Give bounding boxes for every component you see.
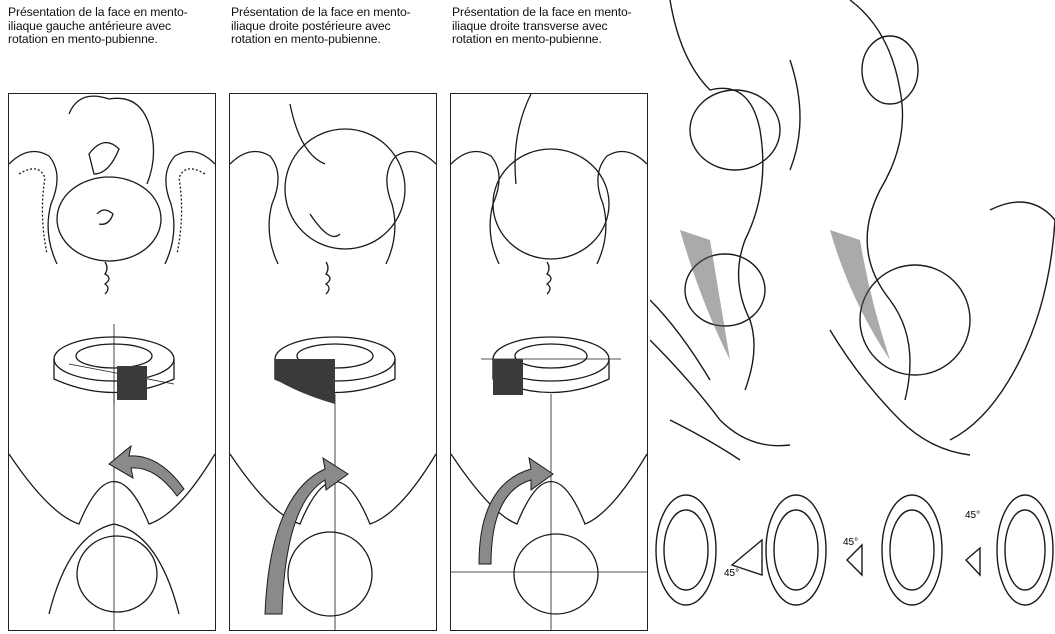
- rotation-arrow: [265, 458, 348, 614]
- pelvis-right-wall: [165, 152, 215, 265]
- pelvis-diagram-2: [766, 495, 826, 605]
- rotation-arrow: [109, 446, 184, 496]
- angle-label-2: 45°: [843, 537, 858, 548]
- obstetric-illustration: [451, 94, 647, 630]
- caption-line: rotation en mento-pubienne.: [231, 33, 441, 47]
- fetal-face-crowning: [514, 534, 598, 614]
- fetal-face-crowning: [288, 532, 372, 616]
- caption-line: rotation en mento-pubienne.: [452, 33, 662, 47]
- caption-line: Présentation de la face en mento-: [231, 6, 441, 20]
- obstetric-illustration: [9, 94, 215, 630]
- hatched-area-left: [680, 230, 730, 360]
- ring-dark-sector: [117, 366, 147, 400]
- hatched-area-right: [830, 230, 890, 360]
- fetal-body: [69, 96, 154, 184]
- fetal-head: [493, 149, 609, 259]
- fetal-arm-right: [862, 36, 918, 104]
- illustration-delivery-sequence: 45° 45° 45°: [650, 0, 1055, 634]
- caption-line: iliaque droite transverse avec: [452, 20, 662, 34]
- pelvis-left-wall: [9, 152, 57, 265]
- angle-label-1: 45°: [724, 568, 739, 579]
- fetal-outline-left: [670, 0, 763, 390]
- maternal-outline-left: [650, 340, 790, 446]
- angle-marker-2: [847, 545, 862, 575]
- caption-line: Présentation de la face en mento-: [452, 6, 662, 20]
- angle-marker-3: [966, 548, 980, 575]
- caption-left-anterior: Présentation de la face en mento- iliaqu…: [8, 6, 218, 47]
- illustration-panel-left-anterior: [8, 93, 216, 631]
- angle-label-3: 45°: [965, 510, 980, 521]
- rotation-arrow: [479, 458, 553, 564]
- pelvis-diagram-3: [882, 495, 942, 605]
- caption-line: rotation en mento-pubienne.: [8, 33, 218, 47]
- illustration-panel-right-posterior: [229, 93, 437, 631]
- ring-dark-sector: [493, 359, 523, 395]
- illustration-panel-right-transverse: [450, 93, 648, 631]
- caption-line: iliaque droite postérieure avec: [231, 20, 441, 34]
- pelvis-diagram-1: [656, 495, 716, 605]
- delivery-drawing: 45° 45° 45°: [650, 0, 1055, 634]
- obstetric-illustration: [230, 94, 436, 630]
- fetal-head-left: [690, 90, 780, 170]
- caption-line: Présentation de la face en mento-: [8, 6, 218, 20]
- caption-line: iliaque gauche antérieure avec: [8, 20, 218, 34]
- fetal-head: [57, 177, 161, 261]
- ring-dark-sector: [275, 359, 335, 404]
- maternal-outline-right: [950, 202, 1055, 440]
- caption-right-posterior: Présentation de la face en mento- iliaqu…: [231, 6, 441, 47]
- fetal-face-crowning: [77, 536, 157, 612]
- caption-right-transverse: Présentation de la face en mento- iliaqu…: [452, 6, 662, 47]
